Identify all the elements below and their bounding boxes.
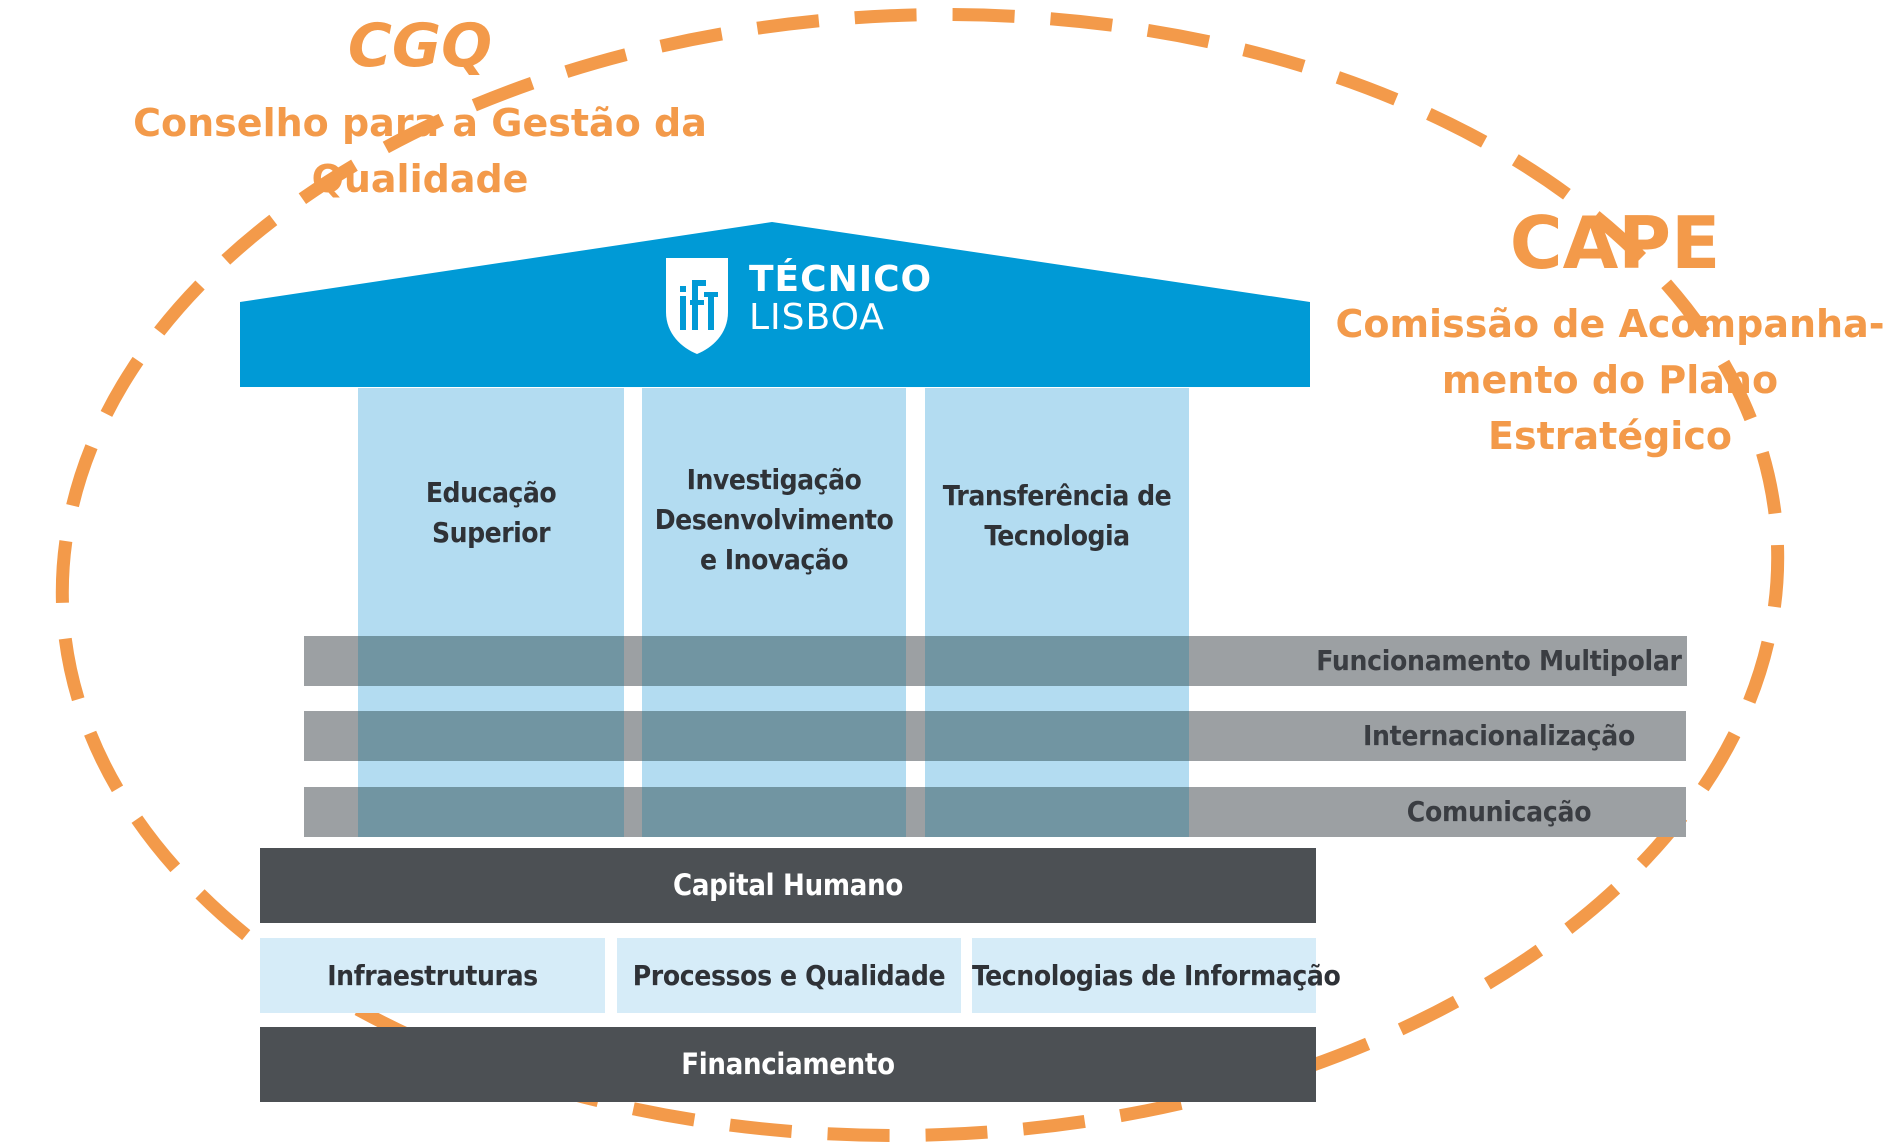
- base-capital-humano: Capital Humano: [260, 848, 1316, 923]
- bar-pillar-overlap: [358, 636, 624, 686]
- cgq-full-name: Conselho para a Gestão da Qualidade: [120, 95, 720, 207]
- cross-bar-label: Internacionalização: [1362, 719, 1636, 752]
- pillar-label-line: Superior: [432, 516, 551, 549]
- cape-name-line: mento do Plano Estratégico: [1441, 358, 1779, 458]
- logo-wordmark-line2: LISBOA: [749, 297, 885, 338]
- cgq-acronym: CGQ: [347, 11, 493, 81]
- shield-icon: [666, 258, 728, 354]
- tecnico-lisboa-logo: TÉCNICO LISBOA: [664, 256, 931, 356]
- bar-pillar-overlap: [358, 711, 624, 761]
- cgq-name-line: Conselho para a Gestão da: [133, 101, 707, 145]
- bar-pillar-overlap: [925, 787, 1189, 837]
- pillar-educacao-superior: Educação Superior: [358, 388, 624, 836]
- cross-bar-funcionamento-multipolar: Funcionamento Multipolar: [304, 636, 1687, 686]
- cape-acronym: CAPE: [1509, 201, 1721, 285]
- pillar-transferencia-tecnologia: Transferência de Tecnologia: [925, 388, 1189, 836]
- support-infraestruturas: Infraestruturas: [260, 938, 605, 1013]
- cross-bar-label: Funcionamento Multipolar: [1316, 644, 1682, 677]
- base-financiamento: Financiamento: [260, 1027, 1316, 1102]
- pillar-label-line: e Inovação: [699, 543, 849, 576]
- house-roof: [240, 222, 1310, 387]
- pillar-investigacao: Investigação Desenvolvimento e Inovação: [642, 388, 906, 836]
- cape-full-name: Comissão de Acompanha- mento do Plano Es…: [1330, 296, 1890, 464]
- bar-pillar-overlap: [925, 711, 1189, 761]
- cross-bar-internacionalizacao: Internacionalização: [304, 711, 1686, 761]
- bar-pillar-overlap: [642, 787, 906, 837]
- bar-pillar-overlap: [642, 636, 906, 686]
- cgq-name-line: Qualidade: [311, 157, 529, 201]
- pillar-label-line: Educação: [425, 476, 557, 509]
- cross-bar-label: Comunicação: [1406, 795, 1592, 828]
- cape-name-line: Comissão de Acompanha-: [1335, 302, 1885, 346]
- bar-pillar-overlap: [358, 787, 624, 837]
- support-processos-qualidade: Processos e Qualidade: [617, 938, 961, 1013]
- support-tecnologias-informacao: Tecnologias de Informação: [972, 938, 1341, 1013]
- bar-pillar-overlap: [925, 636, 1189, 686]
- pillar-label-line: Transferência de: [942, 479, 1172, 512]
- logo-wordmark-line1: TÉCNICO: [749, 259, 933, 300]
- pillar-label-line: Desenvolvimento: [654, 503, 894, 536]
- cross-bar-comunicacao: Comunicação: [304, 787, 1686, 837]
- pillar-label-line: Investigação: [686, 463, 862, 496]
- pillar-label-line: Tecnologia: [984, 519, 1130, 552]
- bar-pillar-overlap: [642, 711, 906, 761]
